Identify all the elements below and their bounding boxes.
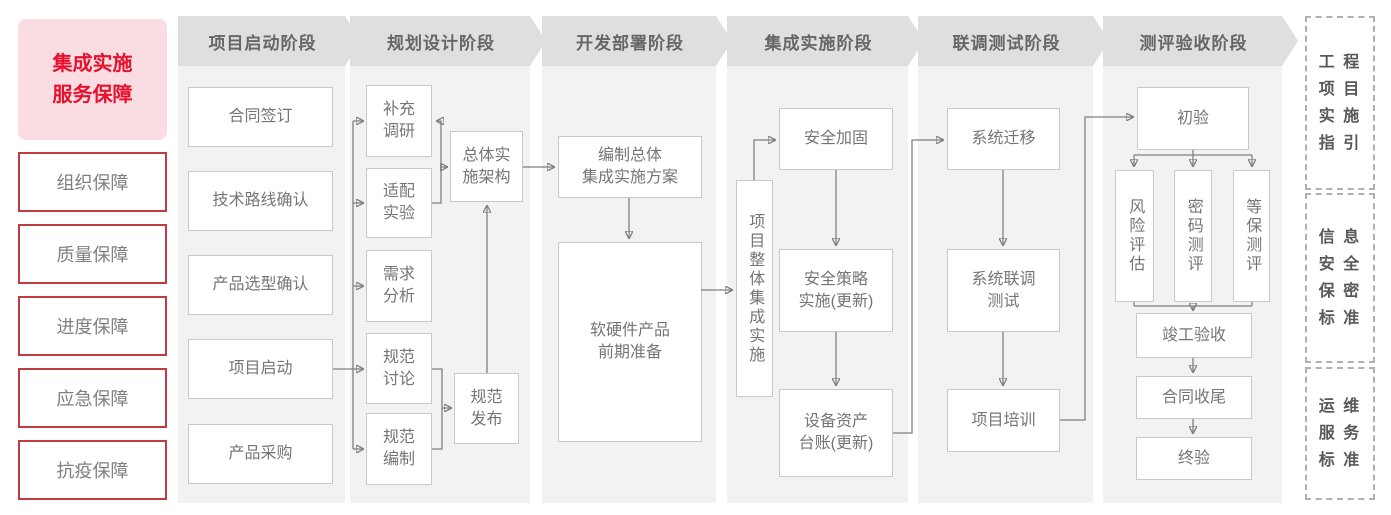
flow-box-product-purchase: 产品采购 (188, 424, 333, 484)
sidebar-title: 集成实施 服务保障 (18, 19, 167, 140)
flow-box-hw-sw-preparation: 软硬件产品 前期准备 (558, 242, 702, 442)
phase-header-project-start: 项目启动阶段 (178, 16, 361, 66)
flow-box-adaptation-test: 适配 实验 (366, 168, 432, 238)
flow-box-final-acceptance: 终验 (1136, 437, 1252, 480)
flow-box-project-training: 项目培训 (947, 389, 1060, 452)
sidebar-item-epidemic: 抗疫保障 (18, 440, 167, 500)
flow-box-supplementary-research: 补充 调研 (366, 85, 432, 157)
flow-box-overall-integration-plan: 编制总体 集成实施方案 (558, 136, 702, 198)
flow-box-system-migration: 系统迁移 (947, 108, 1060, 170)
flow-box-contract-signing: 合同签订 (188, 87, 333, 147)
phase-header-joint-test: 联调测试阶段 (918, 16, 1109, 66)
flow-box-requirement-analysis: 需求 分析 (366, 250, 432, 322)
flow-box-crypto-evaluation: 密码测评 (1174, 170, 1212, 302)
flow-box-contract-closure: 合同收尾 (1136, 376, 1252, 419)
sidebar-item-organization: 组织保障 (18, 152, 167, 212)
flow-box-spec-drafting: 规范 编制 (366, 413, 432, 485)
flow-box-asset-ledger-update: 设备资产 台账(更新) (779, 389, 893, 477)
phase-header-acceptance: 测评验收阶段 (1103, 16, 1298, 66)
flow-box-completion-acceptance: 竣工验收 (1136, 313, 1252, 358)
flow-box-project-kickoff: 项目启动 (188, 339, 333, 399)
reference-box-project-guide: 工 程 项 目 实 施 指 引 (1305, 16, 1375, 190)
flow-box-spec-release: 规范 发布 (454, 373, 519, 444)
reference-box-om-standard: 运 维 服 务 标 准 (1305, 367, 1375, 500)
sidebar-item-emergency: 应急保障 (18, 368, 167, 428)
flow-box-overall-architecture: 总体实 施架构 (450, 131, 523, 202)
flow-box-joint-debug-test: 系统联调 测试 (947, 249, 1060, 332)
flow-box-mlps-evaluation: 等保测评 (1233, 170, 1270, 302)
flow-box-overall-integration-impl: 项目整体集成实施 (736, 180, 773, 397)
flow-box-tech-route-confirm: 技术路线确认 (188, 171, 333, 231)
flow-box-initial-acceptance: 初验 (1137, 87, 1249, 150)
reference-box-security-standard: 信 息 安 全 保 密 标 准 (1305, 193, 1375, 363)
phase-header-integration: 集成实施阶段 (727, 16, 924, 66)
phase-header-planning-design: 规划设计阶段 (350, 16, 546, 66)
flow-box-security-policy-impl: 安全策略 实施(更新) (779, 249, 893, 332)
flow-box-spec-discussion: 规范 讨论 (366, 333, 432, 404)
flow-box-product-selection: 产品选型确认 (188, 255, 333, 315)
sidebar-item-quality: 质量保障 (18, 224, 167, 284)
phase-header-dev-deploy: 开发部署阶段 (542, 16, 732, 66)
flow-box-security-hardening: 安全加固 (779, 108, 893, 170)
flow-box-risk-assessment: 风险评估 (1115, 170, 1154, 302)
sidebar-item-schedule: 进度保障 (18, 296, 167, 356)
